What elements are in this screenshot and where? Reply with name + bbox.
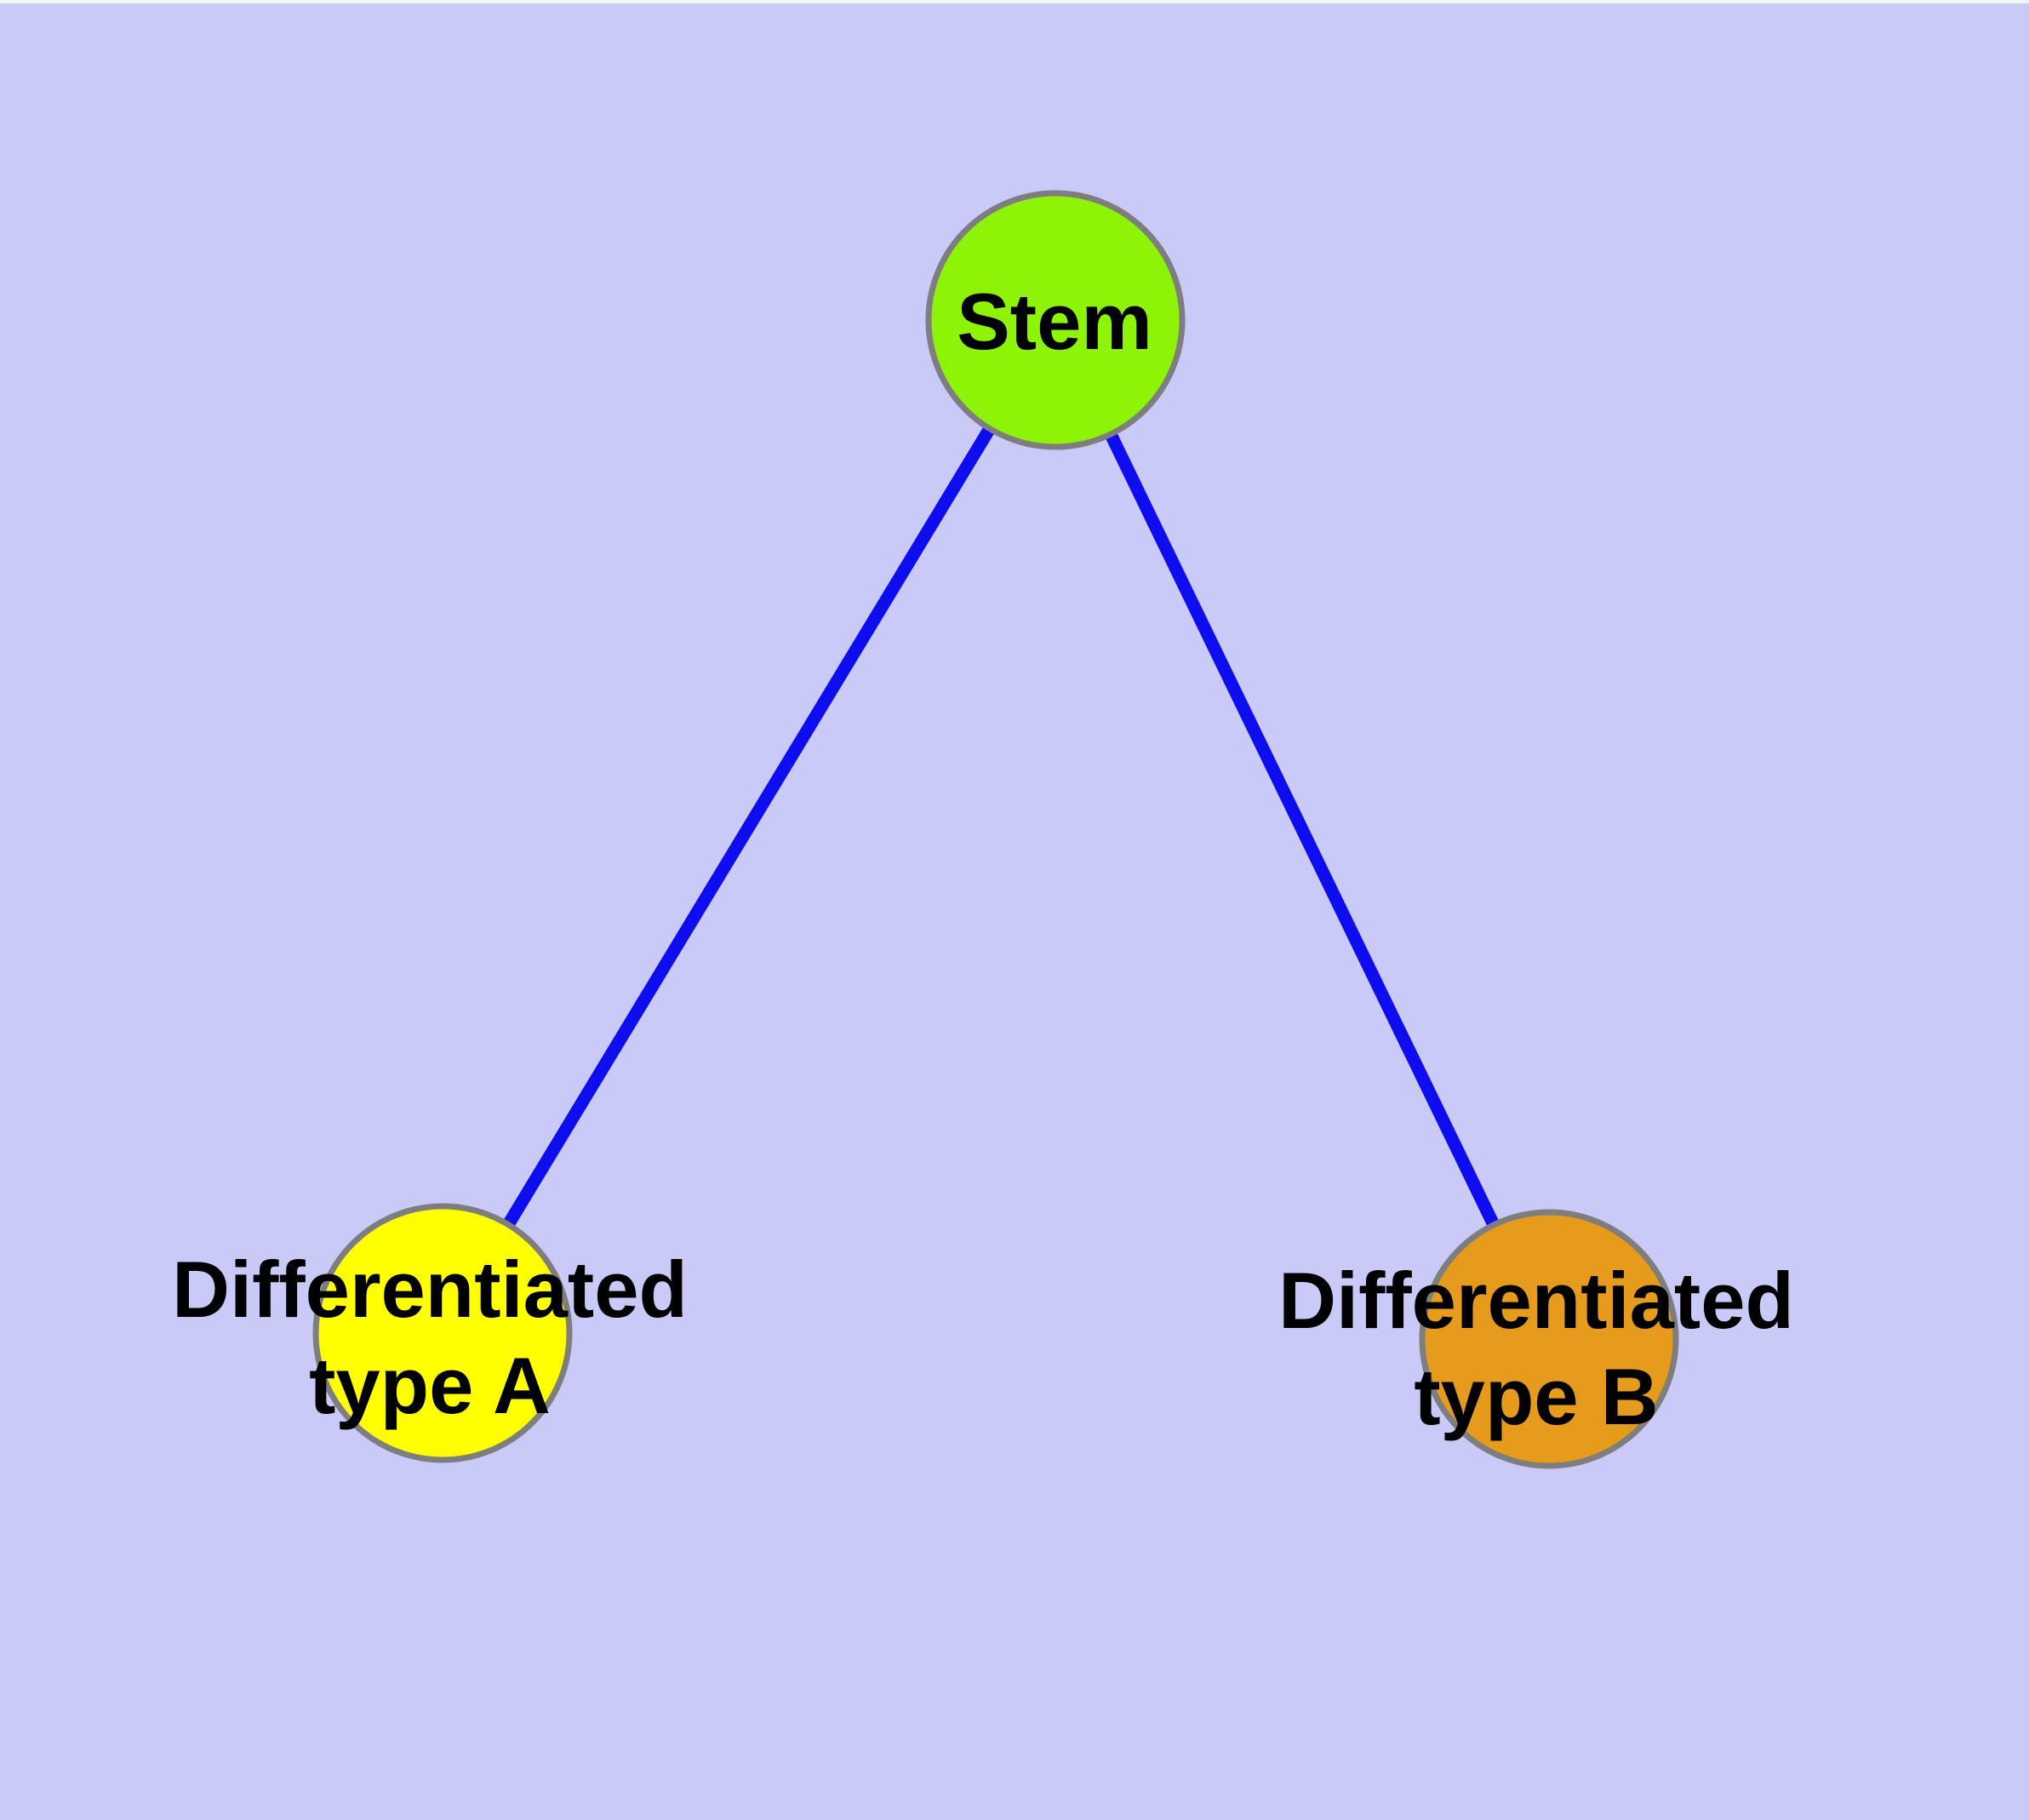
top-margin-strip [0, 0, 2029, 3]
edge-stem-to-type-b [1049, 317, 1555, 1342]
node-type-b-label-line2: type B [1414, 1352, 1658, 1441]
node-differentiated-type-a [312, 1203, 573, 1463]
node-differentiated-type-b [1419, 1209, 1679, 1469]
node-type-b-label-line1: Differentiated [1278, 1256, 1794, 1345]
node-stem-label: Stem [957, 277, 1152, 366]
node-type-a-label-line1: Differentiated [172, 1245, 688, 1334]
edge-stem-to-type-a [437, 317, 1061, 1336]
node-type-a-label-line2: type A [309, 1341, 551, 1430]
node-stem [925, 190, 1186, 450]
